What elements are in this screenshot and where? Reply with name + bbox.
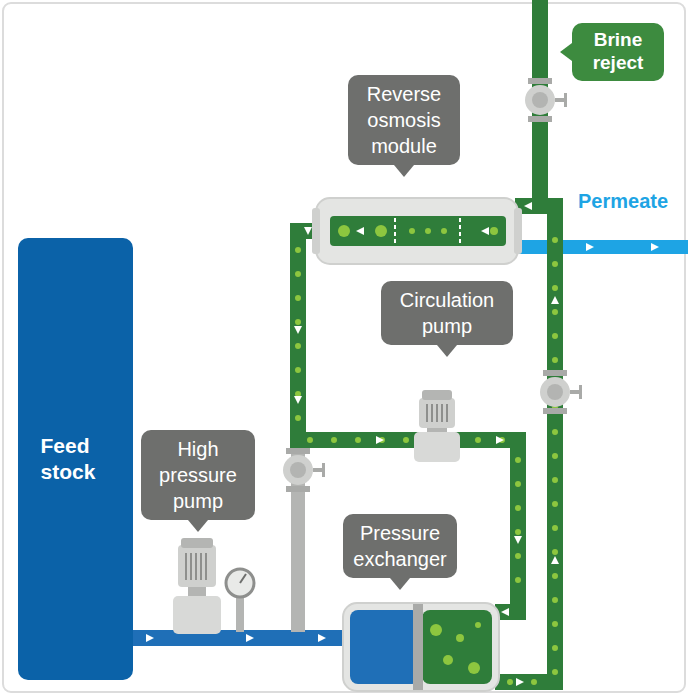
node-text: Brine reject: [580, 29, 656, 75]
callout-box: High pressure pump: [141, 430, 255, 520]
node-text: Permeate: [578, 190, 668, 213]
callout-box: Reverse osmosis module: [348, 75, 460, 165]
flow-arrow: [294, 396, 302, 404]
flow-arrow: [246, 634, 254, 642]
node-text: Reverse osmosis module: [356, 81, 452, 159]
feed-tank: Feed stock: [18, 238, 133, 680]
callout-box: Circulation pump: [381, 281, 513, 345]
node-text: Feed stock: [41, 433, 111, 486]
flow-arrow: [146, 634, 154, 642]
flow-arrow: [376, 436, 384, 444]
node-text: High pressure pump: [149, 436, 247, 514]
circulation-pump: [414, 390, 460, 462]
flow-arrow: [551, 296, 559, 304]
ro-module: [312, 198, 522, 264]
stream-label: Permeate: [572, 189, 674, 214]
callout-box: Pressure exchanger: [343, 514, 457, 578]
flow-arrow: [514, 536, 522, 544]
flow-arrow: [524, 202, 532, 210]
node-text: Pressure exchanger: [351, 520, 449, 572]
high-pressure-pump: [173, 538, 254, 634]
flow-arrow: [501, 608, 509, 616]
flow-arrow: [551, 556, 559, 564]
valve: [525, 78, 567, 122]
permeate-pipe: [515, 240, 688, 254]
flow-arrow: [586, 243, 594, 251]
flow-arrow: [481, 227, 489, 235]
flow-arrow: [294, 326, 302, 334]
frame: [3, 3, 685, 692]
flow-arrow: [516, 678, 524, 686]
valve: [540, 370, 582, 414]
flow-arrow: [318, 634, 326, 642]
pressure-exchanger: [343, 603, 499, 691]
brine-pipes: [298, 0, 555, 682]
flow-arrow: [651, 243, 659, 251]
callout-box: Brine reject: [572, 23, 664, 81]
flow-arrow: [356, 227, 364, 235]
flow-arrow: [496, 436, 504, 444]
node-text: Circulation pump: [389, 287, 505, 339]
valve: [283, 448, 325, 492]
feed-pipe: [130, 630, 352, 646]
flow-arrow: [304, 227, 312, 235]
